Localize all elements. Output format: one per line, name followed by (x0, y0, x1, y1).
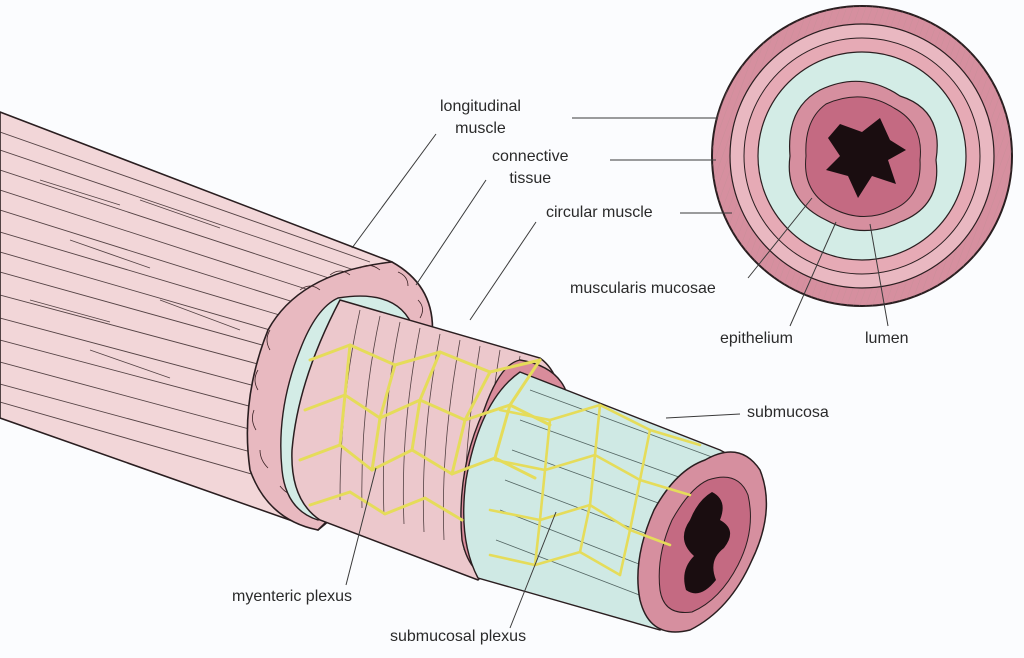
label-myenteric-plexus: myenteric plexus (232, 588, 353, 605)
myenteric-plexus-network (298, 343, 552, 522)
label-epithelium: epithelium (720, 330, 793, 347)
cross-section (711, 5, 1013, 307)
tube-end-cross-section (637, 451, 768, 633)
submucosal-plexus-network (488, 403, 702, 577)
label-submucosal-plexus: submucosal plexus (390, 628, 527, 645)
label-muscularis-mucosae: muscularis mucosae (570, 280, 716, 297)
label-circular-muscle: circular muscle (546, 204, 653, 221)
label-submucosa: submucosa (747, 404, 829, 421)
label-connective-tissue: connective tissue (492, 148, 569, 187)
leader-lines (345, 117, 889, 629)
label-longitudinal-muscle: longitudinal muscle (440, 98, 521, 137)
label-lumen: lumen (865, 330, 909, 347)
